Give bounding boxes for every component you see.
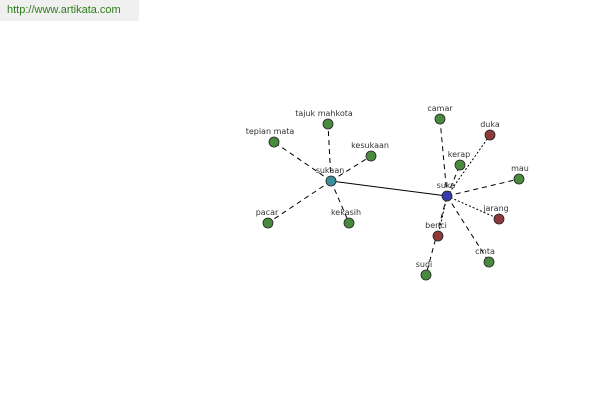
node-sudi[interactable] [420, 269, 432, 281]
node-camar[interactable] [434, 113, 446, 125]
node-label-pacar: pacar [256, 208, 279, 217]
node-label-kerap: kerap [448, 150, 471, 159]
edge-sukaan-kekasih [330, 180, 350, 224]
node-mau[interactable] [513, 173, 525, 185]
edge-sukaan-tepian-mata [273, 141, 332, 182]
node-tepian-mata[interactable] [268, 136, 280, 148]
edge-suka-duka [446, 134, 491, 197]
source-url: http://www.artikata.com [0, 0, 139, 21]
node-cinta[interactable] [483, 256, 495, 268]
node-label-benci: benci [425, 221, 447, 230]
node-suka[interactable] [441, 190, 453, 202]
node-kesukaan[interactable] [365, 150, 377, 162]
node-duka[interactable] [484, 129, 496, 141]
node-label-sudi: sudi [416, 260, 433, 269]
edge-suka-benci [437, 195, 448, 237]
node-kekasih[interactable] [343, 217, 355, 229]
nodes-layer [262, 113, 525, 281]
node-label-duka: duka [480, 120, 500, 129]
edge-suka-kerap [446, 164, 461, 197]
node-label-kesukaan: kesukaan [351, 141, 389, 150]
edge-suka-cinta [446, 195, 490, 263]
node-jarang[interactable] [493, 213, 505, 225]
node-tajuk-mahkota[interactable] [322, 118, 334, 130]
node-sukaan[interactable] [325, 175, 337, 187]
node-label-camar: camar [427, 104, 453, 113]
node-label-kekasih: kekasih [331, 208, 361, 217]
node-label-tepian-mata: tepian mata [246, 127, 295, 136]
node-label-tajuk-mahkota: tajuk mahkota [295, 109, 353, 118]
node-label-mau: mau [511, 164, 529, 173]
node-label-sukaan: sukaan [316, 166, 345, 175]
edge-sukaan-tajuk-mahkota [327, 123, 332, 182]
edge-sukaan-suka [330, 180, 448, 197]
edge-suka-camar [439, 118, 448, 197]
node-label-suka: suka [437, 181, 456, 190]
node-label-cinta: cinta [475, 247, 495, 256]
node-pacar[interactable] [262, 217, 274, 229]
edge-sukaan-kesukaan [330, 155, 372, 182]
node-label-jarang: jarang [482, 204, 508, 213]
edge-suka-jarang [446, 195, 500, 220]
edge-suka-mau [446, 178, 520, 197]
node-benci[interactable] [432, 230, 444, 242]
node-kerap[interactable] [454, 159, 466, 171]
edge-sukaan-pacar [267, 180, 332, 224]
